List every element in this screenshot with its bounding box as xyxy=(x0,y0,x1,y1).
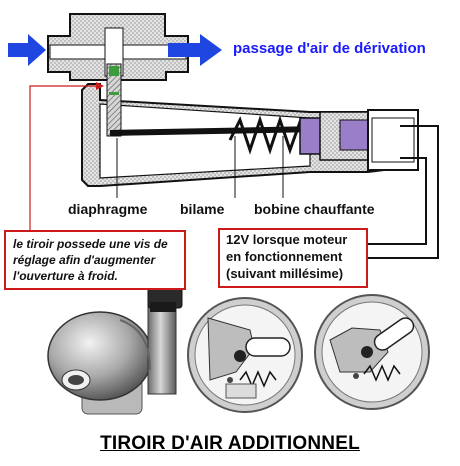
diagram-title: TIROIR D'AIR ADDITIONNEL xyxy=(100,433,360,454)
power-note-line-1: 12V lorsque moteur xyxy=(226,232,348,247)
adjustment-screw-note: le tiroir possede une vis de réglage afi… xyxy=(4,230,186,290)
slide-diagram-open xyxy=(314,294,430,410)
bimetal-strip xyxy=(110,126,320,136)
heating-coil xyxy=(228,115,310,155)
power-note-line-2: en fonctionnement xyxy=(226,249,343,264)
heating-coil-label: bobine chauffante xyxy=(254,201,375,217)
power-supply-note: 12V lorsque moteur en fonctionnement (su… xyxy=(218,228,368,288)
outlet-arrow xyxy=(168,34,222,66)
screw-callout-line xyxy=(29,82,104,232)
power-note-line-3: (suivant millésime) xyxy=(226,266,344,281)
screw-note-line-2: réglage afin d'augmenter xyxy=(13,253,156,267)
power-wire-2 xyxy=(365,157,427,245)
power-wire xyxy=(365,125,439,259)
valve-photo xyxy=(47,281,183,415)
valve-cross-section xyxy=(47,13,439,259)
bimetal-label: bilame xyxy=(180,201,225,217)
airflow-arrows xyxy=(8,34,222,66)
diaphragm-label: diaphragme xyxy=(68,201,148,217)
label-leaders xyxy=(116,136,284,198)
inlet-arrow xyxy=(8,34,46,66)
diaphragm xyxy=(106,63,122,137)
airflow-label: passage d'air de dérivation xyxy=(233,40,426,57)
slide-diagram-closed xyxy=(187,297,303,413)
screw-note-line-1: le tiroir possede une vis de xyxy=(13,237,168,251)
screw-note-line-3: l'ouverture à froid. xyxy=(13,269,118,283)
